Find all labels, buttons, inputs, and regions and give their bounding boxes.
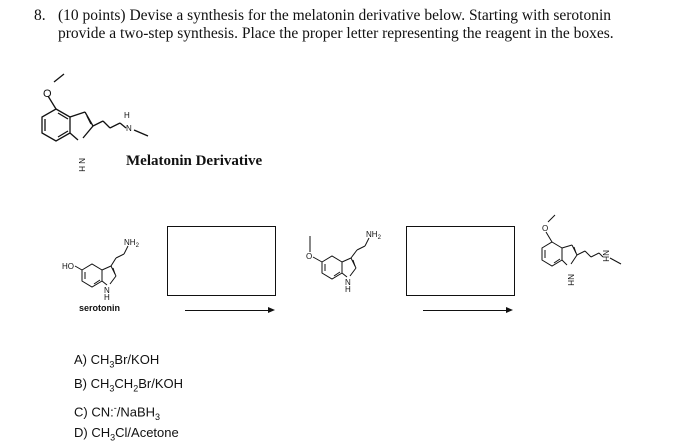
serotonin-ho-label: HO <box>62 262 74 271</box>
product-o-label: O <box>542 224 548 233</box>
target-label: Melatonin Derivative <box>126 153 263 169</box>
reagent-box-step-2[interactable] <box>406 226 515 296</box>
amine-hydrogen-label: H <box>124 111 130 120</box>
melatonin-derivative-structure: O H N N H <box>41 73 149 172</box>
serotonin-structure: HO NH2 N H <box>62 238 140 302</box>
intermediate-nh2-label: NH2 <box>366 230 382 241</box>
product-indole-n-label: N <box>566 274 575 280</box>
indole-nitrogen-label: N <box>77 158 86 164</box>
product-amine-h-label: H <box>601 256 610 262</box>
product-indole-h-label: H <box>566 280 575 286</box>
methoxy-oxygen-label: O <box>43 88 52 100</box>
intermediate-h-label: H <box>345 285 351 293</box>
reagent-option-d: D) CH3Cl/Acetone <box>74 425 179 443</box>
serotonin-nh2-label: NH2 <box>124 238 140 249</box>
reaction-arrow-2 <box>423 307 513 314</box>
serotonin-label: serotonin <box>79 303 121 313</box>
reagent-option-a: A) CH3Br/KOH <box>74 352 160 370</box>
intermediate-n-label: N <box>345 278 351 287</box>
reagent-option-b: B) CH3CH2Br/KOH <box>74 376 184 394</box>
reagent-option-c: C) CN:-/NaBH3 <box>74 403 161 422</box>
product-structure: O N H N H <box>541 214 622 286</box>
question-number: 8. <box>34 7 46 24</box>
reaction-arrow-1 <box>185 307 275 314</box>
intermediate-o-label: O <box>306 252 312 261</box>
question-line-1: (10 points) Devise a synthesis for the m… <box>58 7 612 24</box>
question-line-2: provide a two-step synthesis. Place the … <box>58 25 614 42</box>
amine-nitrogen-label: N <box>126 124 132 133</box>
serotonin-h-label: H <box>104 293 110 302</box>
intermediate-structure: O NH2 N H <box>306 230 382 293</box>
product-amine-n-label: N <box>601 250 610 256</box>
indole-hydrogen-label: H <box>77 166 86 172</box>
reagent-box-step-1[interactable] <box>167 226 276 296</box>
serotonin-n-label: N <box>104 286 110 295</box>
